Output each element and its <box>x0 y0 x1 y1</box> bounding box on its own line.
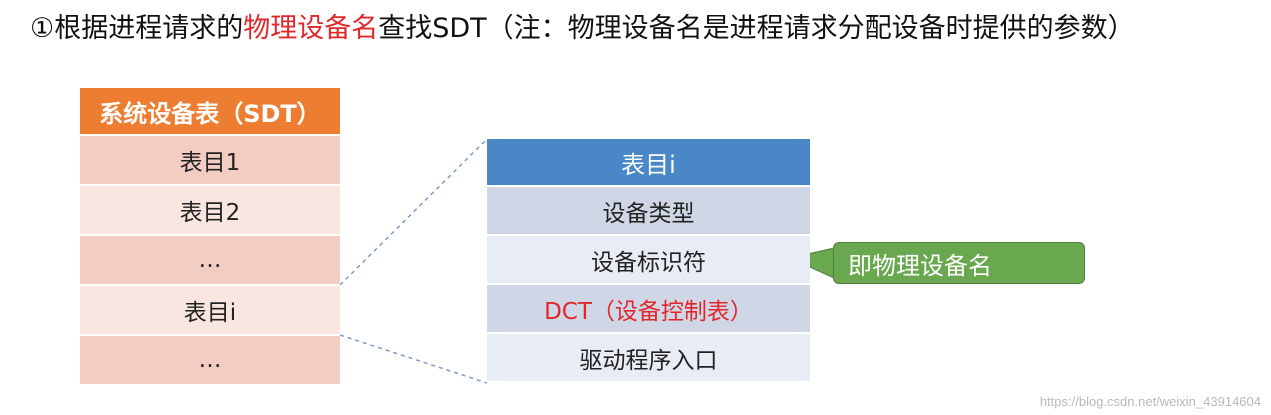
sdt-row: 表目i <box>80 286 340 336</box>
zoom-line-top <box>339 138 488 286</box>
sdt-row: 表目1 <box>80 136 340 186</box>
dct-entry-header: 表目i <box>487 139 810 187</box>
watermark: https://blog.csdn.net/weixin_43914604 <box>1039 394 1261 409</box>
sdt-row: … <box>80 236 340 286</box>
dct-row-device-type: 设备类型 <box>487 187 810 236</box>
dct-row-device-id: 设备标识符 <box>487 236 810 285</box>
title-suffix: 查找SDT（注：物理设备名是进程请求分配设备时提供的参数） <box>378 13 1135 44</box>
sdt-row: 表目2 <box>80 186 340 236</box>
dct-row-dct: DCT（设备控制表） <box>487 285 810 334</box>
dct-row-driver-entry: 驱动程序入口 <box>487 334 810 383</box>
zoom-line-bottom <box>339 334 488 384</box>
sdt-row: … <box>80 336 340 386</box>
title-prefix: ①根据进程请求的 <box>30 13 244 44</box>
page-title: ①根据进程请求的物理设备名查找SDT（注：物理设备名是进程请求分配设备时提供的参… <box>30 6 1135 45</box>
title-highlight: 物理设备名 <box>243 13 379 44</box>
sdt-header: 系统设备表（SDT） <box>80 88 340 136</box>
callout-physical-device-name: 即物理设备名 <box>833 242 1085 284</box>
dct-entry-table: 表目i 设备类型 设备标识符 DCT（设备控制表） 驱动程序入口 <box>487 139 810 383</box>
sdt-table: 系统设备表（SDT） 表目1 表目2 … 表目i … <box>80 88 340 386</box>
